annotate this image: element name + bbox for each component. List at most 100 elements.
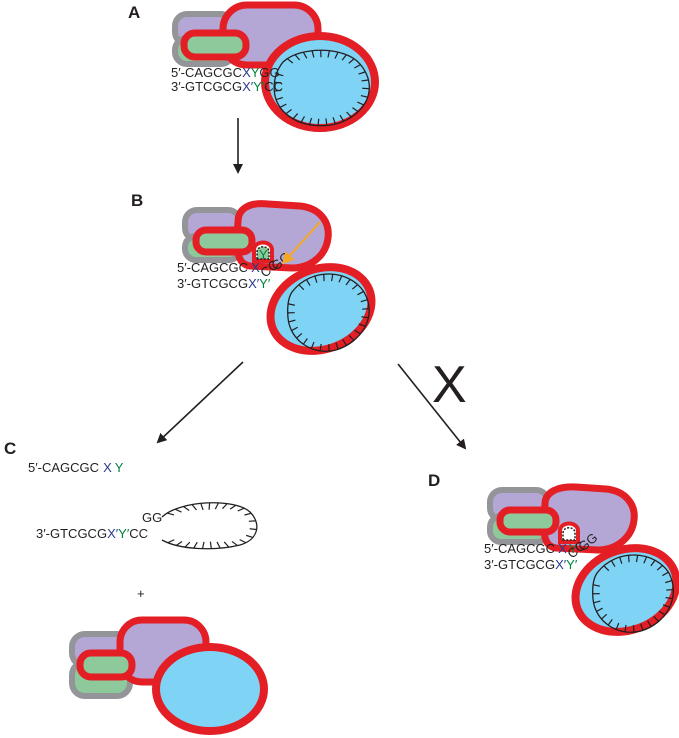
panel-a-label: A [128, 3, 140, 22]
thymine-tick [292, 113, 299, 120]
thymine-tick [653, 616, 660, 622]
thymine-tick [245, 534, 254, 538]
thymine-tick [665, 580, 673, 584]
thymine-tick [658, 610, 666, 616]
thymine-tick [345, 278, 351, 286]
loop-thymines [167, 502, 257, 549]
thymine-tick [294, 54, 301, 61]
bottom-strand: 3′-GTCGCGX′Y′ [177, 276, 271, 291]
thymine-tick [174, 508, 182, 513]
green-domain [192, 226, 256, 256]
thymine-tick [286, 58, 294, 64]
thymine-tick [361, 79, 369, 82]
thymine-tick [279, 103, 287, 108]
thymine-tick [249, 528, 257, 531]
pocket-inner [562, 527, 576, 541]
cross-mark-icon: X [432, 356, 467, 414]
thymine-tick [352, 107, 359, 113]
thymine-tick [237, 507, 245, 512]
hairpin-loop-a [273, 49, 370, 127]
thymine-tick [184, 541, 191, 548]
panel-a: A 5′-CAGCGCXYGG 3′-GTCGCGX′Y′CC [128, 1, 379, 132]
thymine-tick [361, 316, 369, 319]
thymine-tick [615, 622, 620, 630]
thymine-tick [662, 604, 670, 608]
thymine-tick [223, 541, 230, 548]
thymine-tick [201, 541, 205, 549]
orange-arrow-icon [281, 221, 321, 265]
thymine-tick [209, 541, 212, 549]
thymine-tick [342, 339, 347, 346]
thymine-tick [332, 117, 336, 125]
thymine-tick [305, 279, 311, 286]
green-domain [496, 506, 560, 536]
thymine-tick [601, 613, 608, 620]
thymine-tick [362, 308, 370, 310]
thymine-tick [276, 73, 284, 77]
thymine-tick [308, 117, 313, 125]
thymine-tick [346, 111, 352, 118]
enzyme-complex-a [172, 1, 379, 132]
gg-bases: GG [142, 510, 162, 525]
thymine-tick [357, 101, 365, 106]
thymine-tick [288, 319, 296, 323]
thymine-tick [216, 541, 221, 549]
thymine-tick [191, 504, 197, 511]
thymine-tick [275, 97, 284, 101]
flow-arrow-b-to-c [156, 361, 244, 444]
thymine-tick [319, 343, 322, 351]
thymine-tick [287, 303, 295, 306]
thymine-tick [656, 564, 663, 571]
thymine-tick [360, 94, 368, 98]
thymine-tick [593, 600, 601, 604]
flow-arrow-b-to-d [397, 363, 467, 450]
dna-duplex-a: 5′-CAGCGCXYGG 3′-GTCGCGX′Y′CC [171, 65, 283, 94]
thymine-tick [229, 504, 237, 510]
flipped-y-base: Y [259, 247, 268, 262]
thymine-tick [650, 559, 656, 567]
thymine-tick [302, 338, 308, 345]
pocket-inner [256, 246, 270, 260]
thymine-tick [624, 624, 627, 632]
thymine-tick [341, 54, 347, 61]
thymine-tick [640, 623, 644, 631]
thymine-tick [274, 89, 282, 92]
thymine-tick [643, 556, 648, 564]
thymine-tick [285, 109, 292, 115]
thymine-tick [665, 597, 673, 600]
blue-domain [152, 643, 268, 735]
hairpin-loop-b [286, 273, 370, 352]
thymine-tick [200, 503, 204, 511]
thymine-tick [214, 502, 219, 510]
thymine-tick [175, 540, 183, 546]
thymine-tick [167, 539, 175, 544]
panel-c-label: C [4, 439, 16, 458]
thymine-tick [330, 274, 334, 282]
green-domain [76, 649, 136, 681]
hairpin-loop-d [591, 554, 674, 633]
thymine-tick [635, 555, 639, 563]
thymine-tick [348, 334, 355, 341]
thymine-tick [358, 323, 366, 327]
thymine-tick [666, 588, 674, 591]
loop-backbone [273, 49, 370, 127]
enzyme-complex-d [487, 483, 679, 636]
thymine-tick [334, 51, 339, 59]
thymine-tick [314, 275, 318, 283]
thymine-tick [302, 51, 308, 59]
thymine-tick [317, 118, 320, 126]
panel-b-label: B [131, 191, 143, 210]
loop-thymines [287, 274, 370, 352]
loop-backbone [591, 554, 674, 633]
thymine-tick [619, 556, 623, 564]
free-hairpin-c: 3′-GTCGCGX′Y′CC GG [36, 502, 258, 550]
thymine-tick [338, 275, 343, 283]
loop-thymines [274, 50, 370, 126]
thymine-tick [327, 50, 331, 58]
thymine-tick [351, 284, 359, 290]
